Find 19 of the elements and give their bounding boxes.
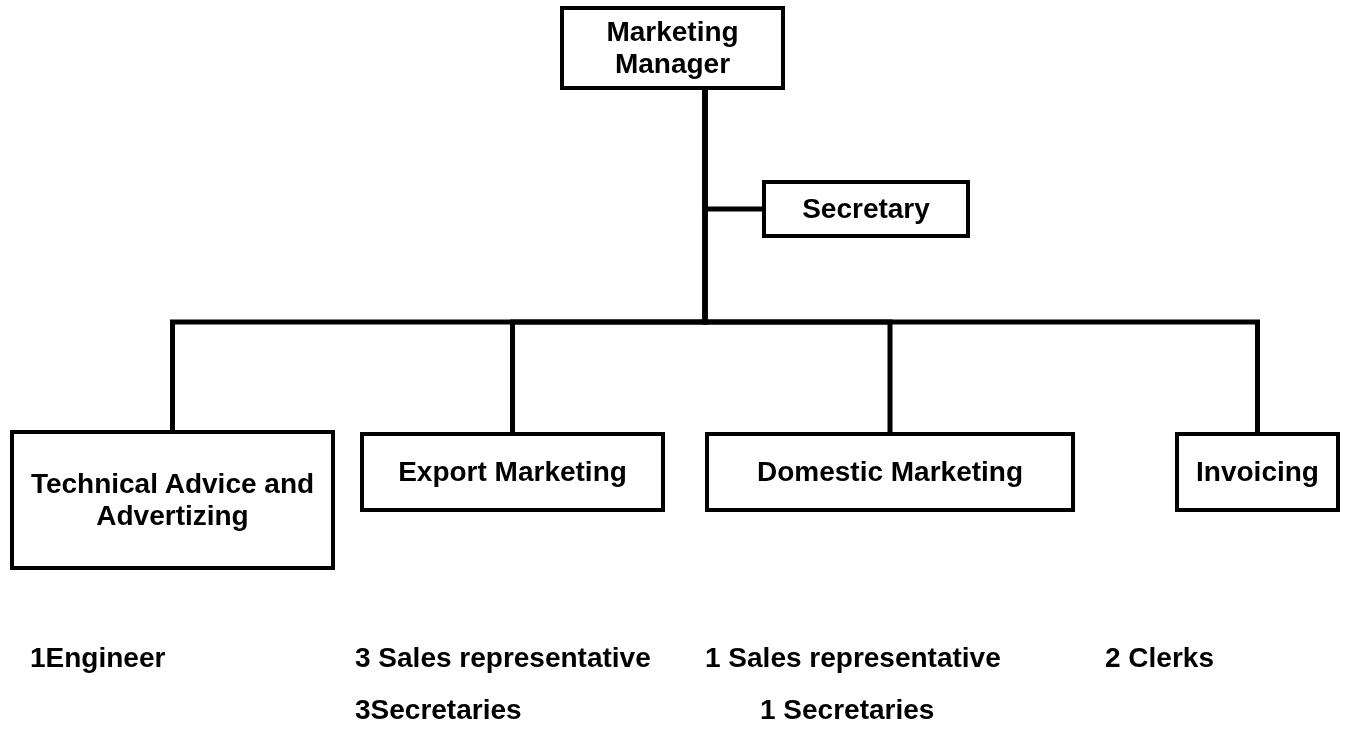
box-label: Invoicing xyxy=(1196,455,1319,489)
staff-note: 2 Clerks xyxy=(1105,642,1214,674)
org-box xyxy=(1175,432,1340,512)
box-label: Marketing Manager xyxy=(605,15,740,81)
org-box xyxy=(560,6,785,90)
staff-note: 1 Sales representative xyxy=(705,642,1001,674)
staff-note: 1 Secretaries xyxy=(760,694,935,726)
org-box xyxy=(360,432,665,512)
staff-note: 3 Sales representative xyxy=(355,642,651,674)
org-box xyxy=(762,180,970,238)
org-box xyxy=(10,430,335,570)
staff-note: 3Secretaries xyxy=(355,694,522,726)
box-label: Technical Advice and Advertizing xyxy=(29,467,316,533)
box-label: Export Marketing xyxy=(398,455,627,489)
box-label: Secretary xyxy=(802,192,930,226)
staff-note: 1Engineer xyxy=(30,642,166,674)
org-box xyxy=(705,432,1075,512)
box-label: Domestic Marketing xyxy=(756,455,1024,489)
connector-line xyxy=(702,90,1260,432)
